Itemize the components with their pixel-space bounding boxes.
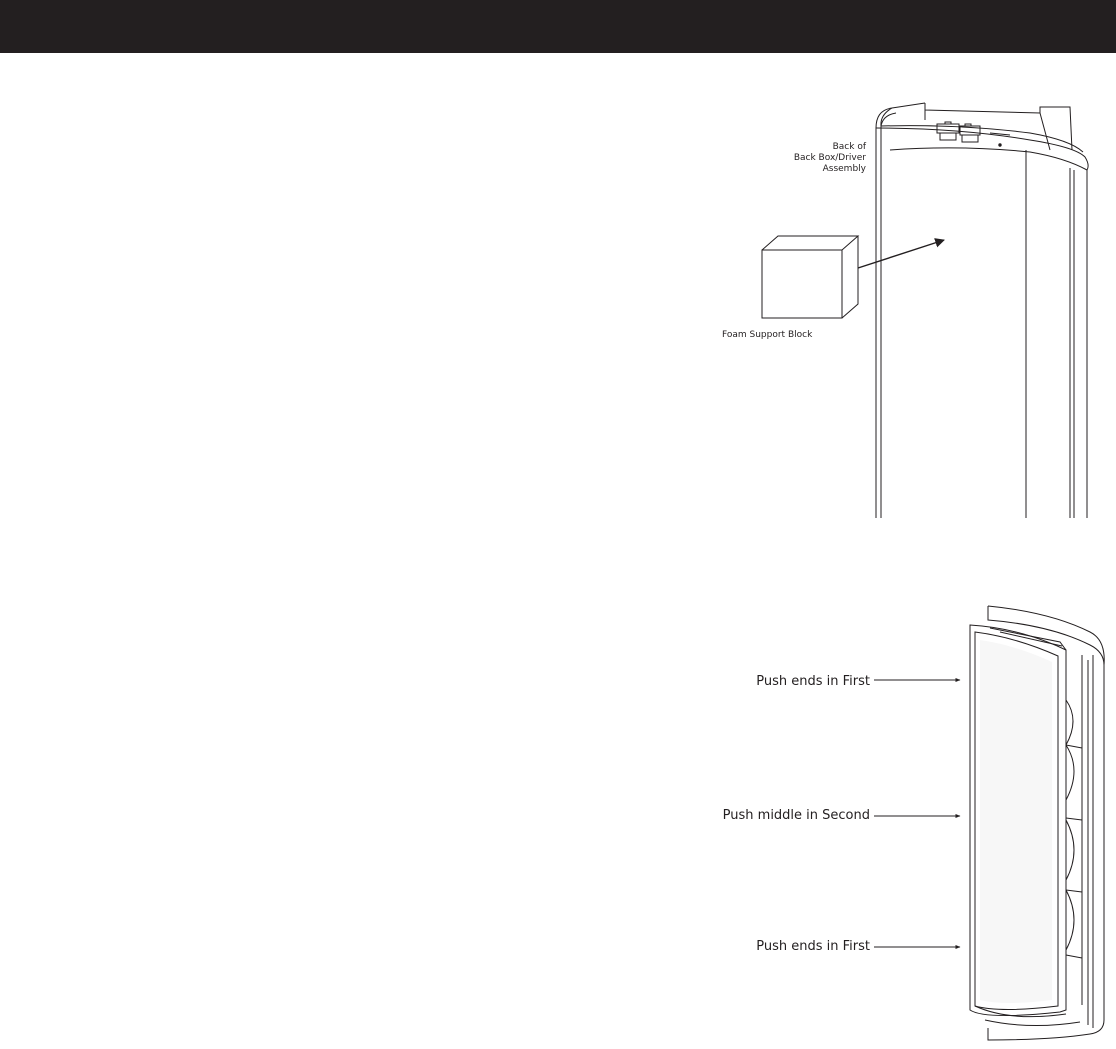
placement-arrow xyxy=(857,238,945,269)
foam-support-block xyxy=(761,235,860,319)
back-box-label-line-2: Back Box/Driver xyxy=(793,153,866,163)
back-box-label: Back of Back Box/Driver Assembly xyxy=(770,142,866,175)
push-middle-label: Push middle in Second xyxy=(722,808,870,823)
back-box-label-line-1: Back of xyxy=(832,142,866,152)
push-ends-label-bottom: Push ends in First xyxy=(756,939,870,954)
speaker-grille-assembly xyxy=(969,605,1105,1041)
back-box-label-line-3: Assembly xyxy=(822,164,866,174)
header-bar xyxy=(0,0,1116,53)
back-box-assembly xyxy=(875,102,1089,518)
push-ends-label-top: Push ends in First xyxy=(756,674,870,689)
foam-block-label: Foam Support Block xyxy=(722,330,813,340)
